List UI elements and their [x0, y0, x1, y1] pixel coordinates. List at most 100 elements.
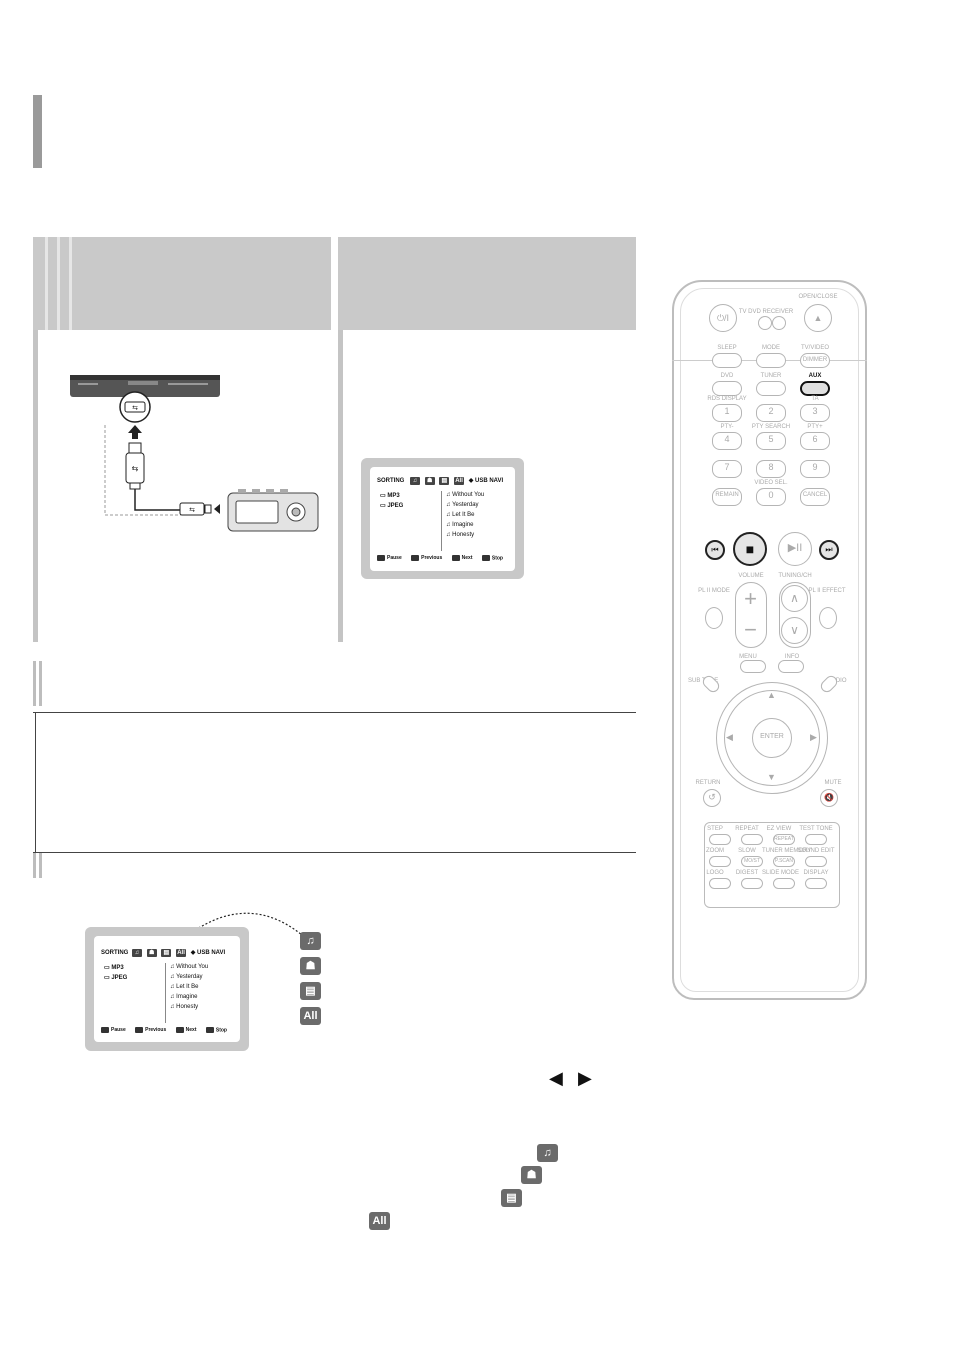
usb-navi-label: ◆ USB NAVI: [468, 478, 504, 484]
section-rule: [33, 852, 636, 853]
open-close-label: OPEN/CLOSE: [798, 294, 838, 300]
mode-button[interactable]: [756, 353, 786, 368]
number-9-button[interactable]: 9: [800, 460, 830, 478]
number-1-button[interactable]: 1: [712, 404, 742, 422]
open-close-button[interactable]: ▲: [804, 304, 832, 332]
digest-button[interactable]: [741, 878, 763, 889]
right-panel-header: [338, 237, 636, 330]
number-8-button[interactable]: 8: [756, 460, 786, 478]
up-arrow-button[interactable]: ▲: [767, 690, 776, 700]
number-6-button[interactable]: 6: [800, 432, 830, 450]
folder-item[interactable]: ▭ MP3: [104, 965, 124, 971]
music-icon[interactable]: ♫: [132, 949, 143, 957]
svg-text:⇆: ⇆: [132, 405, 138, 412]
step-button[interactable]: [709, 834, 731, 845]
song-item[interactable]: ♫ Yesterday: [446, 502, 479, 508]
aux-label: AUX: [808, 373, 822, 379]
logo-label: LOGO: [706, 870, 724, 876]
right-arrow-button[interactable]: ▶: [810, 732, 817, 742]
cancel-button[interactable]: CANCEL: [800, 488, 830, 506]
pty-search-label: PTY SEARCH: [751, 424, 791, 430]
zoom-label: ZOOM: [706, 848, 724, 854]
all-icon[interactable]: All: [176, 949, 187, 957]
sorting-label: SORTING: [101, 950, 129, 956]
display-button[interactable]: [805, 878, 827, 889]
right-panel-border: [338, 330, 343, 642]
folder-item[interactable]: ▭ MP3: [380, 493, 400, 499]
tuner-label: TUNER: [760, 373, 782, 379]
pl-mode-button[interactable]: [705, 607, 723, 629]
folder-item[interactable]: ▭ JPEG: [104, 975, 128, 981]
aux-button[interactable]: [800, 381, 830, 396]
volume-down-button[interactable]: −: [744, 617, 757, 642]
folder-item[interactable]: ▭ JPEG: [380, 503, 404, 509]
pty-plus-label: PTY+: [807, 424, 823, 430]
function-button-panel: [704, 822, 840, 908]
number-0-button[interactable]: 0: [756, 488, 786, 506]
sleep-button[interactable]: [712, 353, 742, 368]
dvd-button[interactable]: [712, 381, 742, 396]
song-item[interactable]: ♫ Imagine: [446, 522, 474, 528]
song-item[interactable]: ♫ Let It Be: [446, 512, 475, 518]
tv-dvd-label: TV DVD RECEIVER: [738, 309, 794, 315]
all-icon[interactable]: All: [454, 477, 465, 485]
mute-button[interactable]: 🔇: [820, 789, 838, 807]
song-item[interactable]: ♫ Without You: [170, 964, 209, 970]
movie-icon: ▤: [300, 982, 321, 1000]
usb-connection-diagram: ⇆ ⇆ ⇆: [70, 375, 319, 532]
song-item[interactable]: ♫ Honesty: [170, 1004, 199, 1010]
left-arrow-button[interactable]: ◀: [726, 732, 733, 742]
slow-label: SLOW: [738, 848, 756, 854]
song-item[interactable]: ♫ Yesterday: [170, 974, 203, 980]
number-2-button[interactable]: 2: [756, 404, 786, 422]
info-button[interactable]: [778, 660, 804, 673]
repeat-button[interactable]: [741, 834, 763, 845]
dimmer-button[interactable]: DIMMER: [800, 353, 830, 368]
return-button[interactable]: ↺: [703, 789, 721, 807]
movie-icon[interactable]: ▤: [161, 949, 172, 957]
next-label: Next: [461, 555, 473, 562]
movie-icon[interactable]: ▤: [439, 477, 450, 485]
tuning-up-button[interactable]: ∧: [781, 585, 808, 612]
tuning-label: TUNING/CH: [778, 573, 812, 579]
previous-label: Previous: [145, 1027, 167, 1034]
number-5-button[interactable]: 5: [756, 432, 786, 450]
number-4-button[interactable]: 4: [712, 432, 742, 450]
stop-button[interactable]: ■: [733, 532, 767, 566]
tuning-down-button[interactable]: ∨: [781, 617, 808, 644]
tv-toggle[interactable]: [758, 316, 772, 330]
slide-mode-button[interactable]: [773, 878, 795, 889]
down-arrow-button[interactable]: ▼: [767, 772, 776, 782]
sound-edit-button[interactable]: [805, 856, 827, 867]
number-3-button[interactable]: 3: [800, 404, 830, 422]
music-icon[interactable]: ♫: [410, 477, 421, 485]
display-label: DISPLAY: [803, 870, 829, 876]
slow-button[interactable]: MO/ST: [741, 856, 763, 867]
volume-up-button[interactable]: +: [744, 586, 757, 611]
pl-effect-button[interactable]: [819, 607, 837, 629]
dvd-receiver-toggle[interactable]: [772, 316, 786, 330]
all-icon: All: [300, 1007, 321, 1025]
photo-icon[interactable]: ☗: [146, 949, 157, 957]
photo-icon[interactable]: ☗: [424, 477, 435, 485]
song-item[interactable]: ♫ Imagine: [170, 994, 198, 1000]
test-tone-button[interactable]: [805, 834, 827, 845]
number-7-button[interactable]: 7: [712, 460, 742, 478]
previous-button[interactable]: ⏮: [705, 540, 725, 560]
tv-video-label: TV/VIDEO: [800, 345, 829, 351]
menu-button[interactable]: [740, 660, 766, 673]
song-item[interactable]: ♫ Without You: [446, 492, 485, 498]
power-button[interactable]: ⏻/I: [709, 304, 737, 332]
remain-button[interactable]: REMAIN: [712, 488, 742, 506]
song-item[interactable]: ♫ Honesty: [446, 532, 475, 538]
zoom-button[interactable]: [709, 856, 731, 867]
enter-button[interactable]: ENTER: [752, 718, 792, 758]
tuner-memory-button[interactable]: P.SCAN: [773, 856, 795, 867]
logo-button[interactable]: [709, 878, 731, 889]
ez-view-button[interactable]: REPEAT: [773, 834, 795, 845]
volume-rocker: + −: [735, 582, 767, 648]
song-item[interactable]: ♫ Let It Be: [170, 984, 199, 990]
tuner-button[interactable]: [756, 381, 786, 396]
play-pause-button[interactable]: ▶II: [778, 532, 812, 566]
next-button[interactable]: ⏭: [819, 540, 839, 560]
